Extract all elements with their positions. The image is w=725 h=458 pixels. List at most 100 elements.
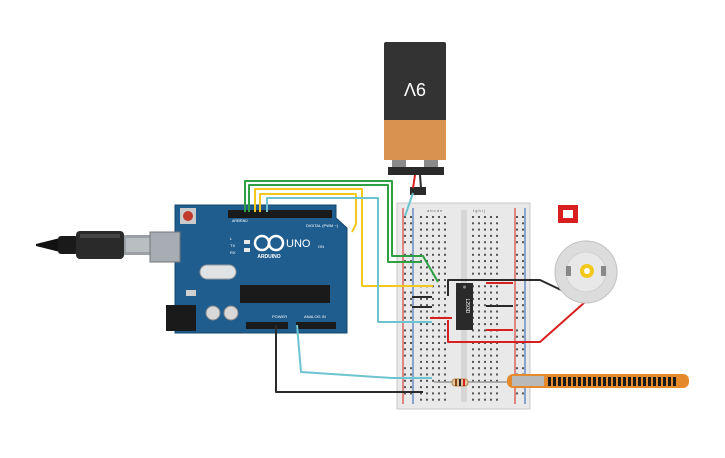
breadboard-hole [444, 335, 446, 338]
dc-motor-icon[interactable] [554, 240, 618, 304]
breadboard-hole [426, 297, 428, 300]
wire-teal-1[interactable] [266, 197, 432, 323]
breadboard-hole [484, 379, 486, 382]
breadboard-hole [426, 367, 428, 370]
breadboard-hole [444, 342, 446, 344]
rail-hole [404, 348, 406, 351]
breadboard-hole [432, 241, 434, 244]
wire-green-1[interactable] [244, 180, 439, 283]
breadboard-hole [426, 354, 428, 357]
wire-yellow-1[interactable] [254, 188, 433, 287]
breadboard-hole [438, 222, 440, 225]
breadboard-hole [438, 285, 440, 288]
breadboard-hole [472, 348, 474, 351]
rail-hole [410, 392, 412, 395]
rail-hole [522, 222, 524, 225]
slide-switch-icon[interactable] [558, 205, 578, 223]
breadboard-hole [426, 398, 428, 401]
rail-hole [516, 367, 518, 370]
breadboard-hole [420, 310, 422, 313]
breadboard-hole [426, 373, 428, 376]
breadboard-hole [426, 360, 428, 363]
breadboard-hole [438, 335, 440, 338]
breadboard-hole [478, 386, 480, 389]
breadboard-hole [426, 228, 428, 231]
rail-hole [404, 379, 406, 382]
breadboard-hole [420, 216, 422, 218]
resistor-icon[interactable] [451, 378, 469, 387]
breadboard-hole [438, 354, 440, 357]
breadboard-hole [490, 398, 492, 401]
breadboard-hole [478, 291, 480, 294]
breadboard-hole [426, 329, 428, 332]
arduino-uno-board[interactable]: ARDUINO UNO DIGITAL (PWM ~) POWER ANALOG… [149, 204, 348, 334]
rail-hole [410, 367, 412, 370]
breadboard-hole [472, 247, 474, 250]
breadboard-hole [496, 260, 498, 263]
rail-hole [410, 304, 412, 307]
wire-motor-red[interactable] [447, 301, 586, 343]
breadboard-hole [472, 241, 474, 244]
breadboard-hole [496, 323, 498, 326]
flex-sensor-stripe [568, 377, 571, 386]
breadboard-hole [484, 398, 486, 401]
breadboard-hole [484, 335, 486, 338]
breadboard-hole [426, 291, 428, 294]
wire-black-gnd[interactable] [275, 325, 423, 393]
breadboard-hole [444, 253, 446, 256]
breadboard-hole [490, 247, 492, 250]
breadboard-hole [496, 360, 498, 363]
breadboard-hole [438, 386, 440, 389]
wire-yellow-2[interactable] [259, 193, 357, 233]
flex-sensor-icon[interactable] [507, 374, 689, 388]
breadboard-hole [438, 247, 440, 250]
rail-hole [516, 310, 518, 313]
usb-cable-icon[interactable] [36, 231, 154, 259]
rail-hole [522, 216, 524, 218]
rx-label: RX [230, 250, 236, 255]
breadboard-hole [484, 253, 486, 256]
breadboard-hole [472, 367, 474, 370]
wire-motor-black[interactable] [447, 279, 579, 299]
flex-sensor-stripe [658, 377, 661, 386]
rail-hole [516, 392, 518, 395]
rail-hole [410, 342, 412, 344]
rail-hole [404, 291, 406, 294]
breadboard-hole [472, 360, 474, 363]
breadboard-hole [432, 297, 434, 300]
breadboard-hole [426, 316, 428, 319]
rail-hole [410, 279, 412, 281]
breadboard-hole [432, 367, 434, 370]
rail-hole [410, 297, 412, 300]
rail-hole [410, 222, 412, 225]
breadboard-hole [484, 348, 486, 351]
breadboard-hole [420, 234, 422, 237]
flex-sensor-stripe [643, 377, 646, 386]
breadboard-hole [496, 316, 498, 319]
rail-hole [404, 279, 406, 281]
rail-hole [522, 291, 524, 294]
rail-hole [410, 310, 412, 313]
breadboard-hole [432, 329, 434, 332]
rail-hole [516, 234, 518, 237]
motor-driver-ic-icon[interactable]: L293D [456, 283, 473, 330]
breadboard-hole [432, 379, 434, 382]
wire-green-2[interactable] [248, 184, 422, 263]
breadboard-hole [478, 310, 480, 313]
rail-hole [522, 266, 524, 269]
rail-hole [516, 222, 518, 225]
breadboard-hole [472, 354, 474, 357]
rail-hole [404, 310, 406, 313]
nine-volt-battery-icon[interactable]: 9V [384, 42, 446, 175]
breadboard-hole [490, 222, 492, 225]
breadboard-hole [484, 297, 486, 300]
breadboard-hole [444, 367, 446, 370]
wire-teal-2[interactable] [296, 324, 432, 379]
breadboard-hole [432, 228, 434, 231]
rail-hole [410, 335, 412, 338]
breadboard-hole [478, 398, 480, 401]
rail-hole [410, 316, 412, 319]
rail-hole [404, 329, 406, 332]
breadboard-hole [432, 304, 434, 307]
breadboard-hole [432, 247, 434, 250]
